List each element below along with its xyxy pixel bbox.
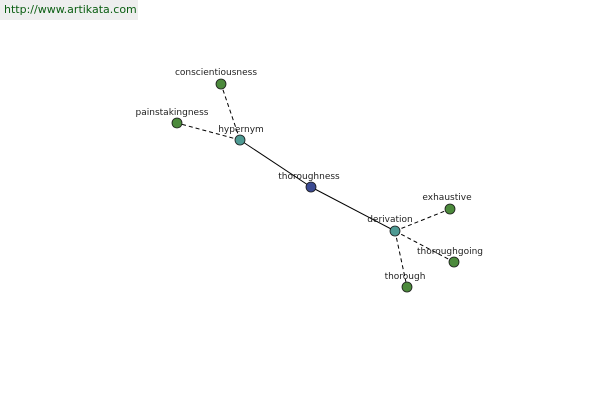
label-painstakingness[interactable]: painstakingness [136,108,209,118]
label-hypernym[interactable]: hypernym [218,125,264,135]
edge-thoroughness-derivation [310,186,396,232]
edge-thoroughness-hypernym [239,139,312,188]
node-painstakingness[interactable] [171,117,183,129]
node-thorough[interactable] [401,281,413,293]
label-thoroughgoing[interactable]: thoroughgoing [417,247,483,257]
graph-labels: thoroughness hypernym conscientiousness pai… [136,68,483,282]
node-derivation[interactable] [389,225,401,237]
graph-nodes [171,78,460,293]
label-derivation[interactable]: derivation [367,215,413,225]
edge-derivation-exhaustive [394,208,451,232]
node-thoroughgoing[interactable] [448,256,460,268]
label-thorough[interactable]: thorough [385,272,426,282]
edge-derivation-thorough [394,230,408,288]
url-bar: http://www.artikata.com [0,0,138,20]
node-conscientiousness[interactable] [215,78,227,90]
node-exhaustive[interactable] [444,203,456,215]
label-exhaustive[interactable]: exhaustive [422,193,472,203]
graph-edges [176,83,455,288]
site-url-link[interactable]: http://www.artikata.com [4,3,137,16]
node-hypernym[interactable] [234,134,246,146]
label-conscientiousness[interactable]: conscientiousness [175,68,257,78]
edge-hypernym-conscientiousness [220,83,241,141]
edge-hypernym-painstakingness [176,122,241,141]
node-thoroughness[interactable] [305,181,317,193]
label-thoroughness[interactable]: thoroughness [278,172,340,182]
